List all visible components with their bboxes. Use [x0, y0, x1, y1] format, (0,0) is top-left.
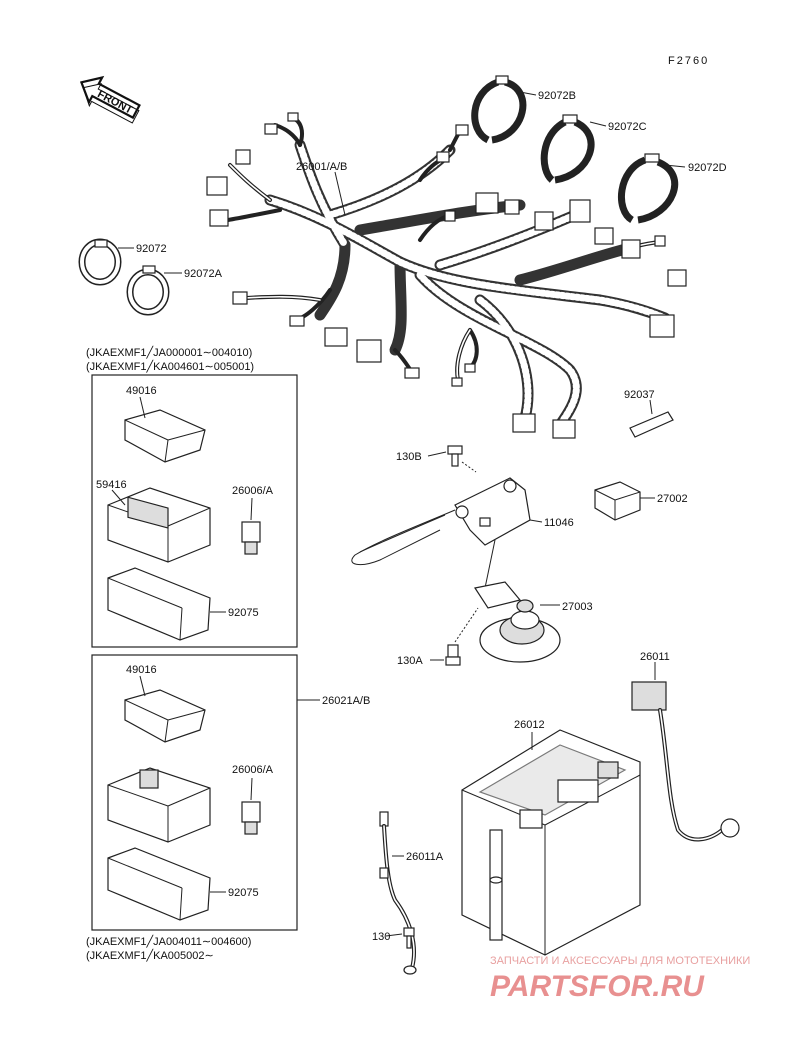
box1-header-2: (JKAEXMF1╱KA004601∼005001)	[86, 359, 254, 373]
label-130A: 130A	[397, 655, 423, 667]
label-11046: 11046	[544, 517, 574, 529]
label-92072: 92072	[136, 243, 167, 255]
box2-label-26006A: 26006/A	[232, 764, 274, 776]
label-130B: 130B	[396, 451, 422, 463]
cover-49016-b	[124, 675, 206, 743]
battery-26012	[461, 729, 641, 956]
label-26001: 26001/A/B	[296, 161, 347, 173]
bolt-130B	[427, 445, 477, 473]
band-92072C	[540, 114, 595, 184]
box1-header-1: (JKAEXMF1╱JA000001∼004010)	[86, 345, 252, 359]
band-92072B	[471, 75, 527, 144]
diagram-code: F2760	[668, 55, 709, 67]
cover-92075	[107, 567, 226, 641]
cover-49016	[124, 396, 206, 463]
label-27002: 27002	[657, 493, 688, 505]
kit-box-2	[91, 654, 298, 931]
box2-footer-1: (JKAEXMF1╱JA004011∼004600)	[86, 934, 251, 948]
band-92072	[78, 238, 122, 286]
box1-label-26006A: 26006/A	[232, 485, 274, 497]
label-26021AB: 26021A/B	[322, 695, 370, 707]
label-92072B: 92072B	[538, 90, 576, 102]
wire-harness	[206, 112, 687, 439]
bracket-11046	[351, 477, 543, 609]
box1-label-92075: 92075	[228, 607, 259, 619]
watermark-tagline: ЗАПЧАСТИ И АКСЕССУАРЫ ДЛЯ МОТОТЕХНИКИ	[490, 955, 750, 967]
relay-27002	[594, 481, 655, 521]
box2-footer-2: (JKAEXMF1╱KA005002∼	[86, 948, 214, 962]
cable-26011A	[379, 811, 417, 975]
label-92072D: 92072D	[688, 162, 727, 174]
box2-label-92075: 92075	[228, 887, 259, 899]
bolt-130	[385, 927, 415, 949]
label-92072A: 92072A	[184, 268, 223, 280]
band-92072A	[126, 265, 170, 316]
label-130: 130	[372, 931, 390, 943]
box1-label-59416: 59416	[96, 479, 127, 491]
band-92072D	[617, 153, 679, 224]
box1-label-49016: 49016	[126, 385, 157, 397]
fuse-26006A	[241, 497, 261, 555]
bolt-130A	[430, 607, 479, 666]
cover-92075-b	[107, 847, 226, 921]
cable-26011	[631, 662, 740, 842]
box2-label-49016: 49016	[126, 664, 157, 676]
label-26011A: 26011A	[406, 851, 444, 863]
pad-92037	[629, 399, 674, 438]
label-92072C: 92072C	[608, 121, 647, 133]
fuse-26006A-b	[241, 777, 261, 835]
label-26011: 26011	[640, 651, 670, 663]
label-27003: 27003	[562, 601, 593, 613]
kit-box-1	[91, 374, 298, 648]
watermark-brand: PARTSFOR.RU	[490, 970, 705, 1003]
junction-box-59416	[107, 487, 211, 563]
label-92037: 92037	[624, 389, 655, 401]
front-arrow-icon: FRONT	[79, 75, 141, 124]
horn-27003	[479, 599, 561, 663]
label-26012: 26012	[514, 719, 545, 731]
junction-box-b	[107, 767, 211, 843]
